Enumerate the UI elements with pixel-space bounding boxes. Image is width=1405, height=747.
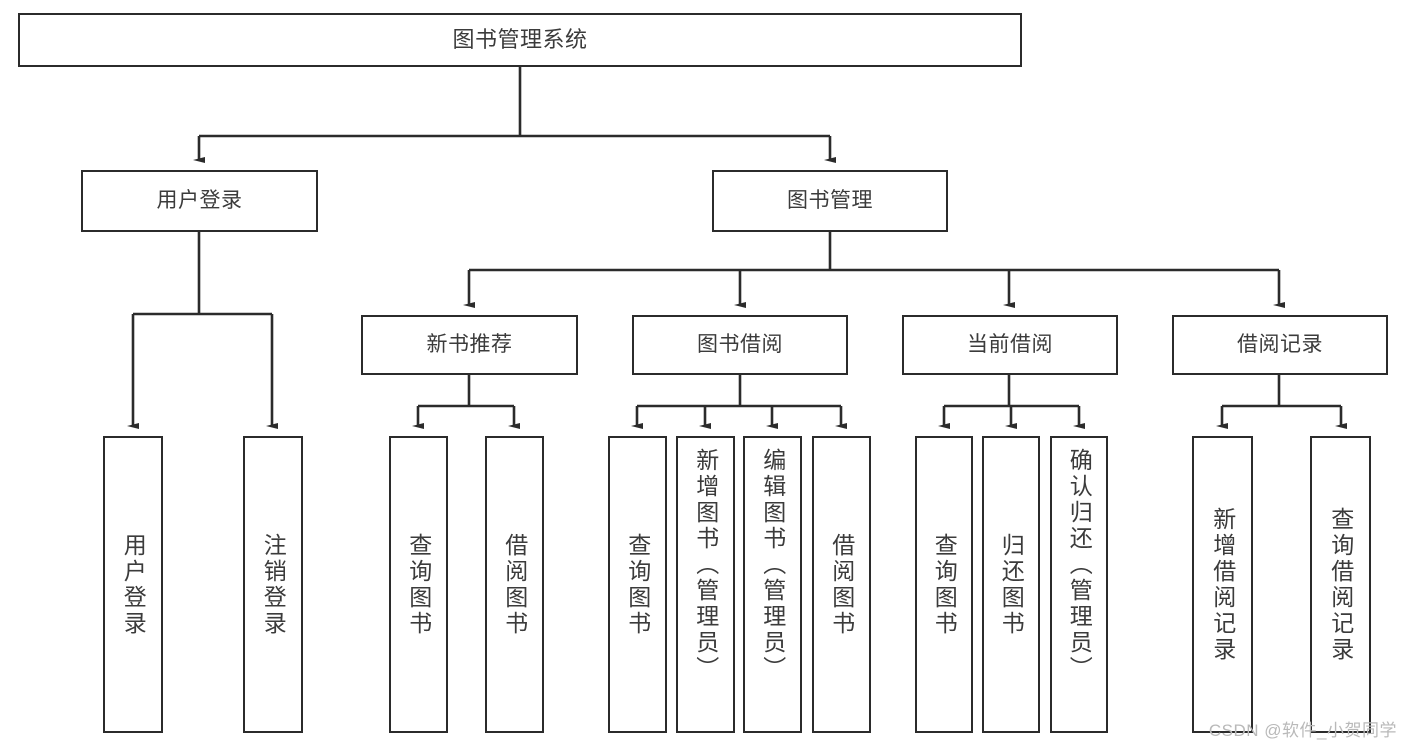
leaf-borrow-record-query-label: 查询借阅记录 [1327,506,1354,663]
leaf-current-borrow-return-label: 归还图书 [998,532,1025,637]
leaf-book-borrow-borrow-label: 借阅图书 [828,532,855,637]
leaf-book-borrow-add[interactable]: 新增图书（管理员） [676,436,735,733]
node-user-login-label: 用户登录 [156,188,243,212]
node-user-login[interactable]: 用户登录 [81,170,318,232]
node-borrow-record-label: 借阅记录 [1237,332,1323,356]
leaf-book-borrow-add-label: 新增图书（管理员） [692,448,719,682]
node-current-borrow[interactable]: 当前借阅 [902,315,1118,375]
leaf-user-login-signin-label: 用户登录 [120,532,147,637]
leaf-current-borrow-query-label: 查询图书 [931,532,958,637]
node-book-manage-label: 图书管理 [787,188,873,212]
node-book-manage[interactable]: 图书管理 [712,170,948,232]
node-current-borrow-label: 当前借阅 [967,332,1053,356]
leaf-user-login-signout-label: 注销登录 [260,532,287,637]
node-root[interactable]: 图书管理系统 [18,13,1022,67]
leaf-new-book-borrow-label: 借阅图书 [501,532,528,637]
leaf-book-borrow-query-label: 查询图书 [624,532,651,637]
node-new-book-recommend-label: 新书推荐 [426,332,513,356]
leaf-current-borrow-confirm-label: 确认归还（管理员） [1066,448,1093,682]
leaf-current-borrow-confirm[interactable]: 确认归还（管理员） [1050,436,1108,733]
leaf-borrow-record-add[interactable]: 新增借阅记录 [1192,436,1253,733]
node-book-borrow-label: 图书借阅 [697,332,783,356]
leaf-book-borrow-edit-label: 编辑图书（管理员） [759,448,786,682]
leaf-book-borrow-query[interactable]: 查询图书 [608,436,667,733]
node-root-label: 图书管理系统 [452,27,588,53]
leaf-new-book-borrow[interactable]: 借阅图书 [485,436,544,733]
leaf-new-book-query[interactable]: 查询图书 [389,436,448,733]
leaf-current-borrow-return[interactable]: 归还图书 [982,436,1040,733]
node-book-borrow[interactable]: 图书借阅 [632,315,848,375]
leaf-user-login-signout[interactable]: 注销登录 [243,436,303,733]
node-borrow-record[interactable]: 借阅记录 [1172,315,1388,375]
leaf-new-book-query-label: 查询图书 [405,532,432,637]
leaf-borrow-record-query[interactable]: 查询借阅记录 [1310,436,1371,733]
leaf-current-borrow-query[interactable]: 查询图书 [915,436,973,733]
leaf-book-borrow-edit[interactable]: 编辑图书（管理员） [743,436,802,733]
csdn-watermark: CSDN @软件_小贺同学 [1208,721,1397,740]
leaf-book-borrow-borrow[interactable]: 借阅图书 [812,436,871,733]
leaf-borrow-record-add-label: 新增借阅记录 [1209,506,1236,663]
leaf-user-login-signin[interactable]: 用户登录 [103,436,163,733]
node-new-book-recommend[interactable]: 新书推荐 [361,315,578,375]
